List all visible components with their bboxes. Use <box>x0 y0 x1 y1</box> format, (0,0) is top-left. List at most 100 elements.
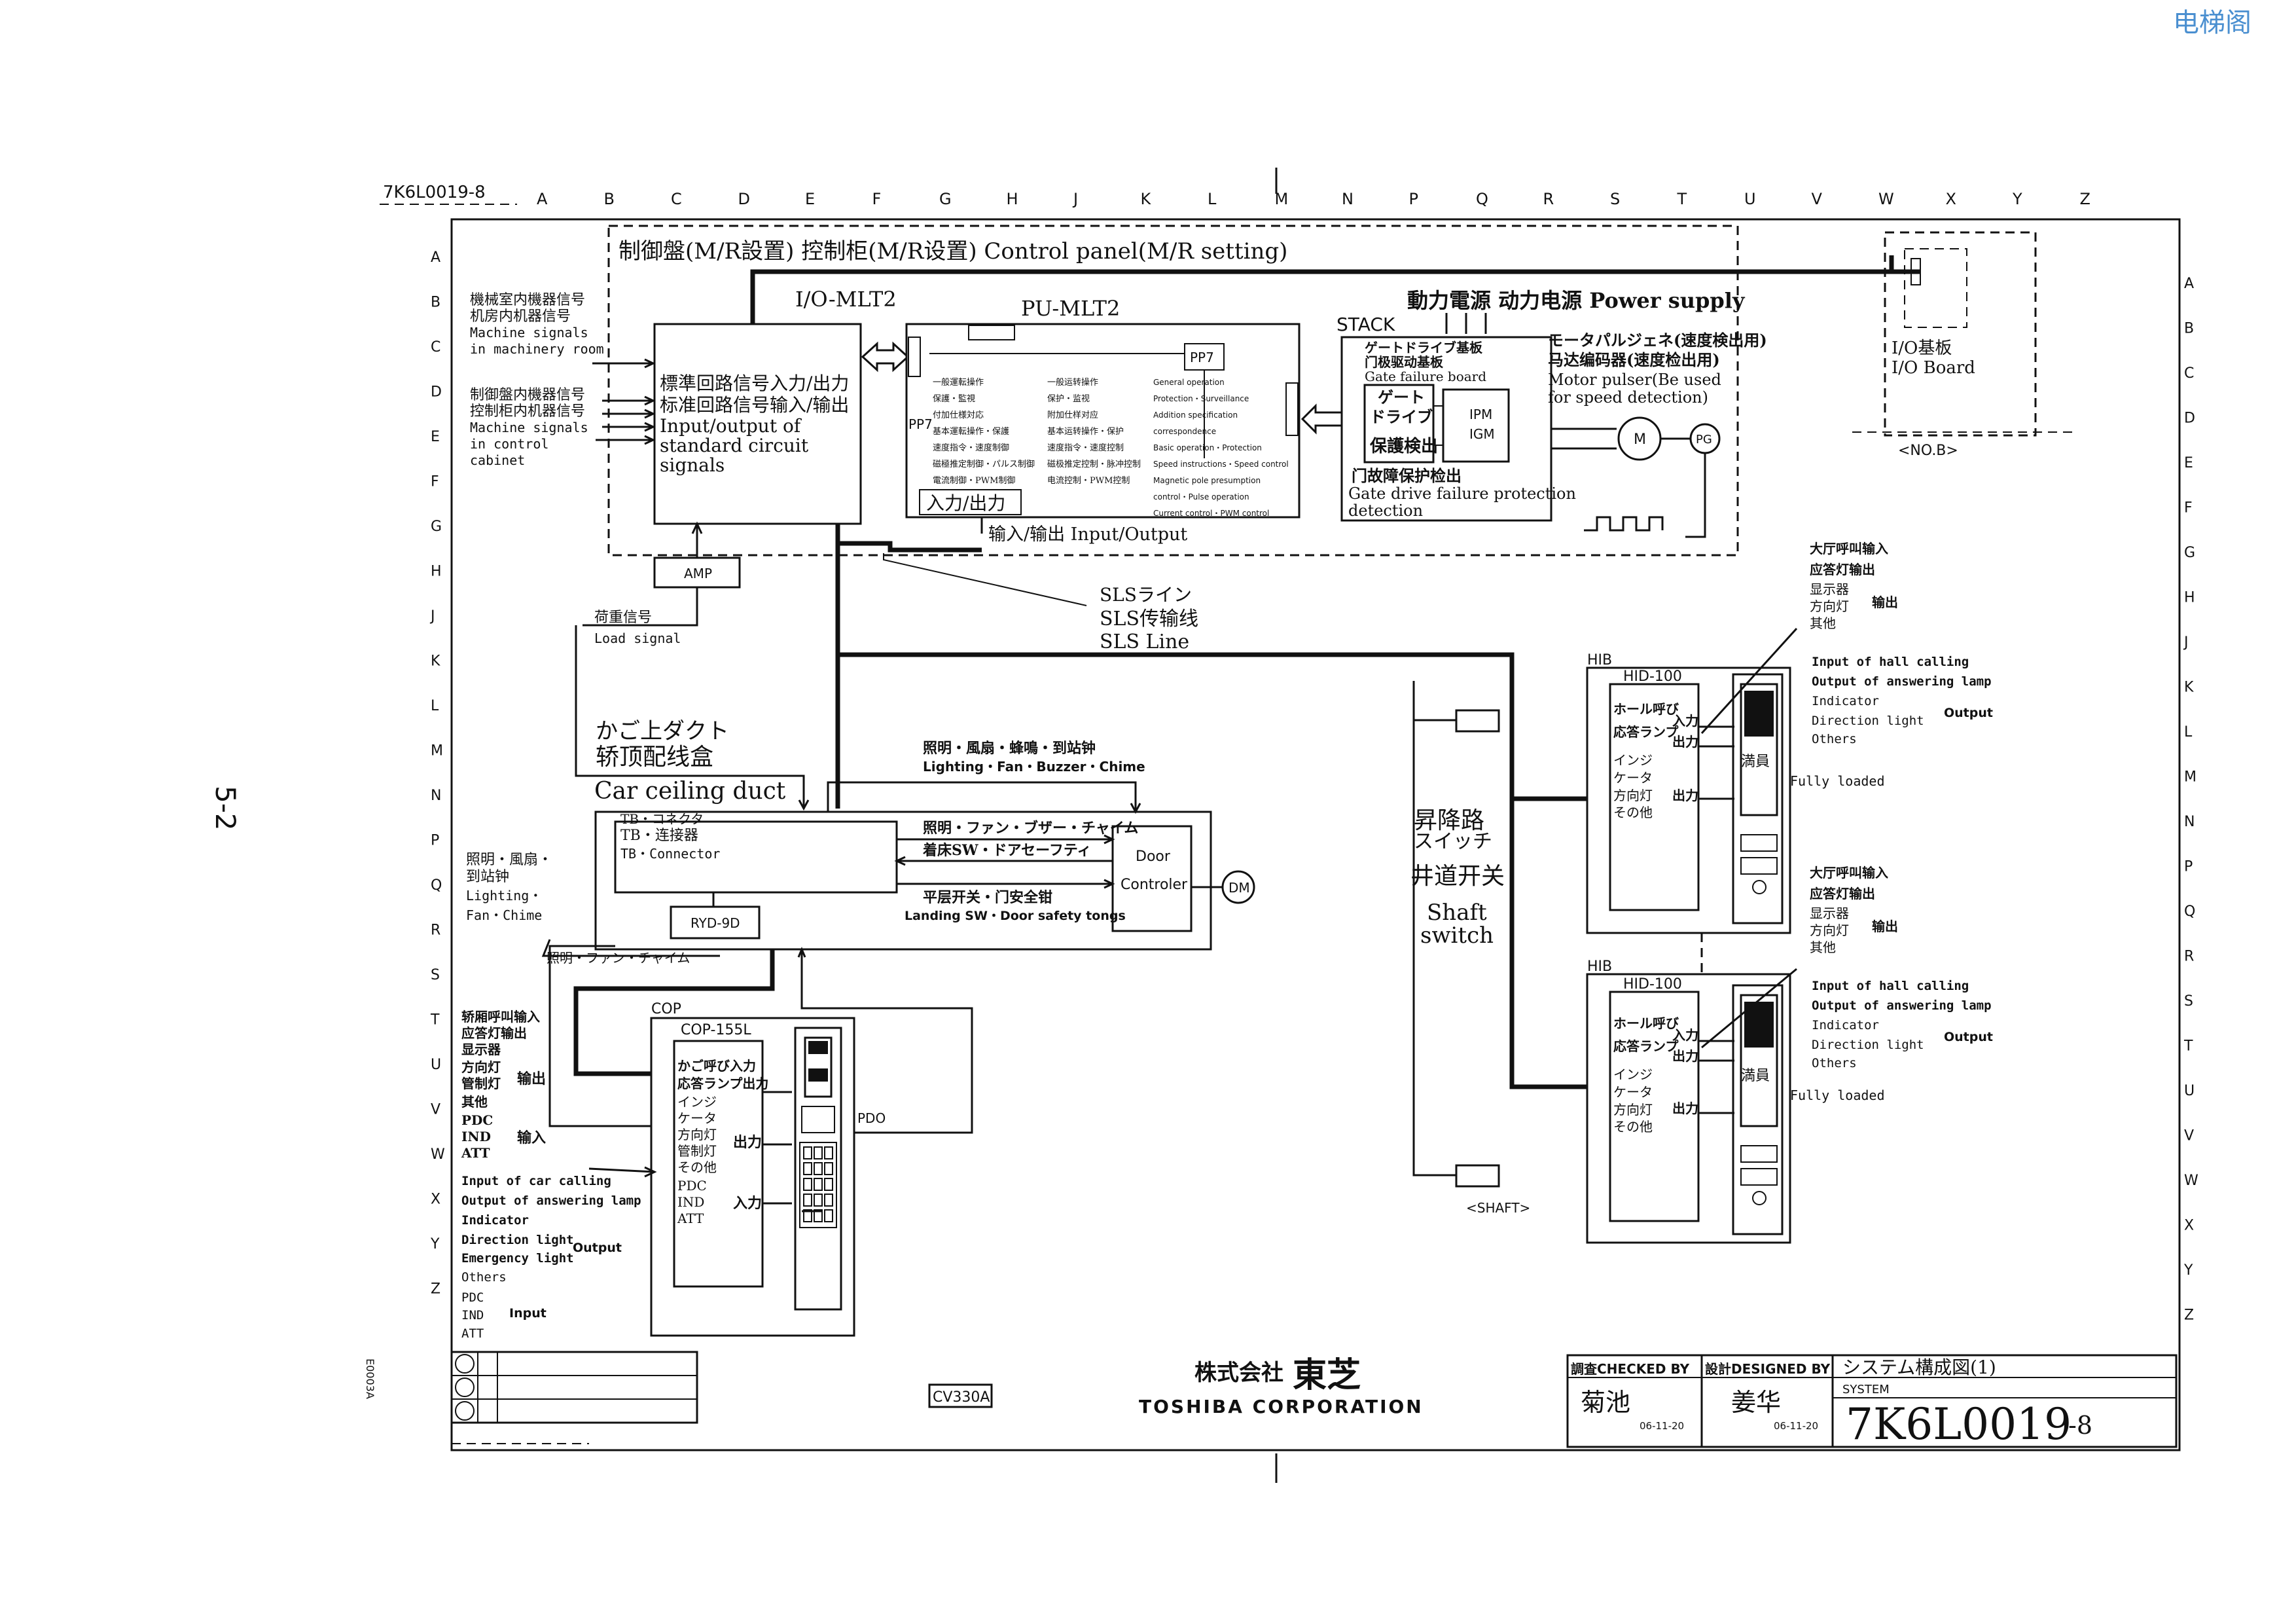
hib1-inner-2: 応答ランプ <box>1613 724 1679 740</box>
shaft-jp-2: スイッチ <box>1414 830 1492 853</box>
row-letter-right: T <box>2183 1038 2193 1055</box>
car-legend-en-item: PDC <box>461 1290 484 1305</box>
gate-drive-board-3: Gate failure board <box>1365 369 1486 384</box>
car-legend-in-en: Input <box>509 1306 547 1321</box>
pu-col1-item: 一般運転操作 <box>933 377 984 388</box>
row-letter-right: L <box>2184 724 2193 740</box>
car-legend-cn-item: 管制灯 <box>461 1076 501 1091</box>
hall-legend-en-item: Others <box>1812 732 1857 746</box>
column-letter: L <box>1208 190 1217 208</box>
shaft-cn: 井道开关 <box>1410 863 1505 890</box>
car-legend-in-cn: 输入 <box>517 1129 546 1146</box>
pp7-label: PP7 <box>1190 350 1214 365</box>
cop-floor-key <box>824 1178 833 1191</box>
hib2-inner-6: その他 <box>1613 1119 1653 1135</box>
pu-col3-item: Protection・Surveillance <box>1153 394 1249 403</box>
side-code: E0003A <box>364 1359 376 1399</box>
pu-col2-item: 磁极推定控制・脉冲控制 <box>1047 460 1141 469</box>
row-letter-right: U <box>2184 1083 2195 1099</box>
doc-ref-top: 7K6L0019-8 <box>383 183 486 202</box>
motor-pulser-4: for speed detection) <box>1548 388 1708 407</box>
io-box-line-3: Input/output of <box>660 415 802 437</box>
car-legend-en-item: Others <box>461 1270 507 1285</box>
pu-col3-item: correspondence <box>1153 427 1216 436</box>
pu-col3-item: Addition specification <box>1153 410 1238 420</box>
car-legend-cn-item: 其他 <box>461 1094 488 1110</box>
row-letter-right: W <box>2184 1173 2198 1189</box>
hib1-inner-1: ホール呼び <box>1613 701 1679 717</box>
cop-inner-item: インジ <box>677 1094 717 1110</box>
sls-en: SLS Line <box>1100 630 1189 653</box>
io-box-line-5: signals <box>660 454 725 476</box>
row-letter-left: D <box>431 384 442 401</box>
pu-col1-item: 付加仕様対応 <box>933 410 984 420</box>
hall-legend-cn-item: 其他 <box>1810 615 1836 631</box>
hib2-model: HID-100 <box>1623 976 1682 993</box>
io-mlt2-label: I/O-MLT2 <box>795 287 897 312</box>
control-cabinet-1: 制御盤内機器信号 <box>470 387 585 403</box>
column-letter: J <box>1072 190 1078 208</box>
column-letter: R <box>1543 190 1554 208</box>
hib1-label: HIB <box>1587 652 1612 668</box>
row-letter-right: Y <box>2183 1262 2193 1279</box>
cop-floor-key <box>803 1162 812 1175</box>
hall-legend-en-item: Direction light <box>1812 1038 1924 1052</box>
ryd-label: RYD-9D <box>691 915 740 931</box>
car-duct-cn: 轿顶配线盒 <box>596 744 713 771</box>
row-letter-left: Y <box>430 1236 440 1252</box>
row-letter-right: K <box>2184 680 2194 696</box>
row-letter-left: F <box>431 474 439 490</box>
row-letter-right: Q <box>2184 903 2195 920</box>
cop-floor-key <box>803 1209 812 1222</box>
hib1-model: HID-100 <box>1623 668 1682 685</box>
row-letter-left: K <box>431 653 440 670</box>
pu-col-cn: 一般运转操作保护・监视附加仕样对应基本运转操作・保护速度指令・速度控制磁极推定控… <box>1047 377 1141 486</box>
machine-room-1: 機械室内機器信号 <box>470 292 585 308</box>
row-letter-left: M <box>431 743 443 759</box>
car-top-row3: 平层开关・门安全钳 <box>923 889 1052 906</box>
hib1-in: 入力 <box>1672 713 1698 729</box>
row-letter-left: B <box>431 295 440 311</box>
cop-keypad <box>803 1146 833 1222</box>
row-letter-left: E <box>431 429 440 445</box>
controler-label: Controler <box>1121 877 1188 893</box>
cop-floor-key <box>814 1162 823 1175</box>
hall-legend-cn-item: 显示器 <box>1810 905 1849 921</box>
io-board-tag: <NO.B> <box>1898 443 1958 459</box>
hall-legend-cn-item: 显示器 <box>1810 581 1849 597</box>
pu-col1-item: 保護・監視 <box>933 393 975 404</box>
cop-inner-item: ATT <box>677 1211 704 1226</box>
hib2-full: 満員 <box>1741 1068 1770 1084</box>
car-legend-cn-item: ATT <box>461 1145 490 1161</box>
car-top-row2: 着床SW・ドアセーフティ <box>922 842 1092 859</box>
hall-legend-out-en: Output <box>1944 1030 1993 1044</box>
motor-pulser-1: モータパルジェネ(速度検出用) <box>1548 331 1767 350</box>
hall-legend-out-cn: 输出 <box>1872 919 1898 934</box>
cop-floor-key <box>814 1209 823 1222</box>
car-legend-cn-item: IND <box>461 1129 491 1144</box>
ipm-label: IPM <box>1469 407 1492 422</box>
stack-label: STACK <box>1336 314 1395 335</box>
cop-inner-item: ケータ <box>677 1110 717 1126</box>
machine-room-4: in machinery room <box>470 341 604 357</box>
row-letter-left: T <box>430 1012 440 1029</box>
row-letter-right: V <box>2184 1128 2194 1144</box>
cop-floor-key <box>824 1209 833 1222</box>
hib2-inner-4: ケータ <box>1613 1084 1653 1100</box>
row-letter-right: J <box>2183 634 2189 651</box>
cop-model: COP-155L <box>681 1022 751 1038</box>
car-top-row1: 照明・ファン・ブザー・チャイム <box>923 820 1138 837</box>
row-letter-right: Z <box>2184 1307 2194 1324</box>
fan-line-label: 照明・ファン・チャイム <box>547 950 690 966</box>
hib2-inner-2: 応答ランプ <box>1613 1038 1679 1054</box>
cop-floor-key <box>803 1178 812 1191</box>
car-legend-en-item: Input of car calling <box>461 1174 611 1188</box>
car-duct-en: Car ceiling duct <box>594 778 786 805</box>
left-lighting-4: Fan・Chime <box>466 907 542 923</box>
watermark: 电梯阁 <box>2173 8 2251 38</box>
hall-legend-cn-item: 应答灯输出 <box>1810 562 1875 577</box>
hib1-inner-6: その他 <box>1613 805 1653 820</box>
